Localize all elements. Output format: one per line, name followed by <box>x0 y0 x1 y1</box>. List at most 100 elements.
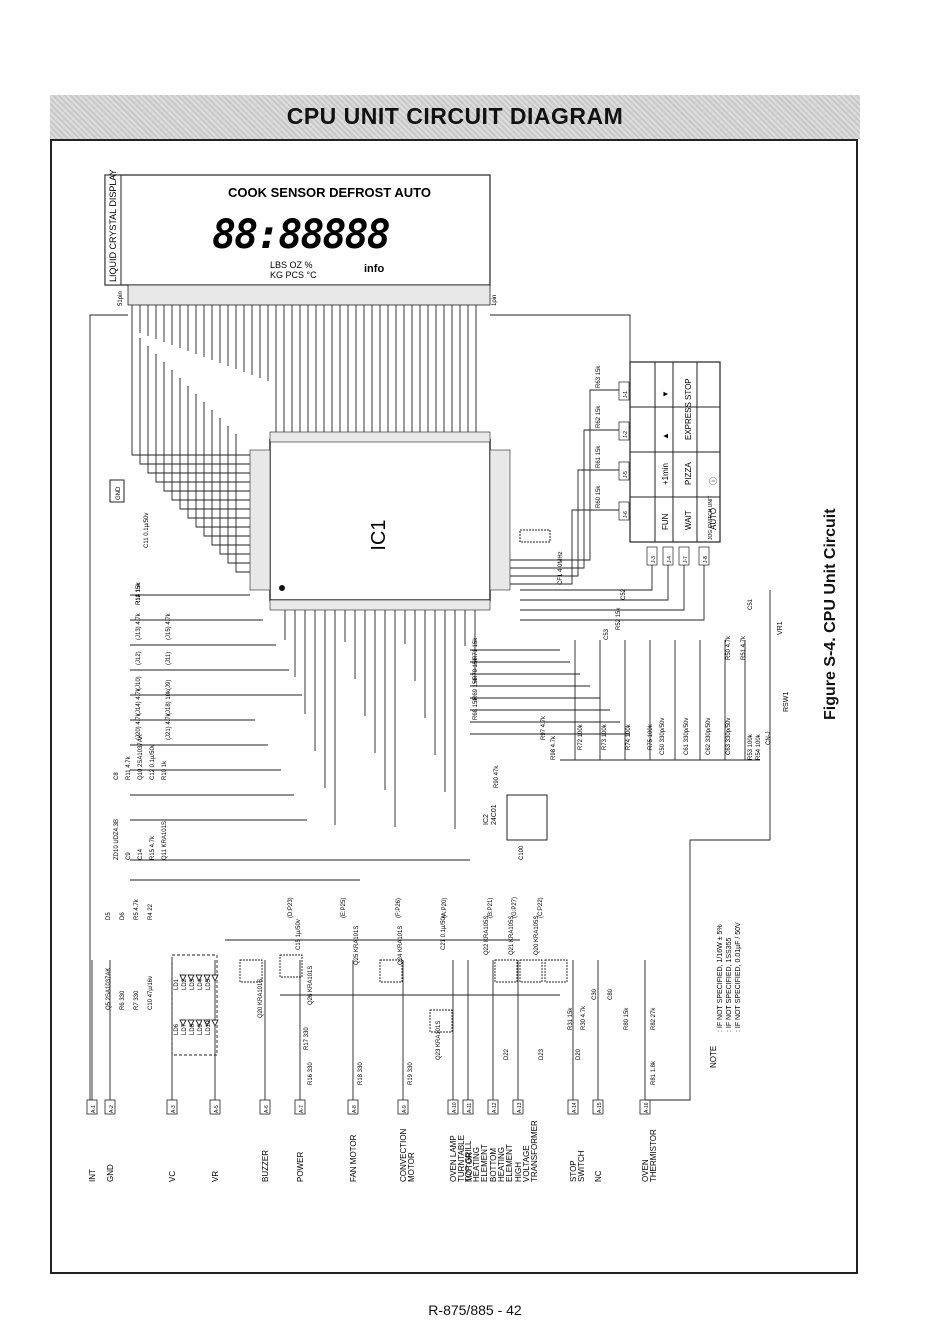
connector-label: TOP GRILL <box>464 1140 473 1182</box>
connector-label: CONVECTION <box>399 1128 408 1182</box>
j-pin-label: J-1 <box>623 391 629 398</box>
led-matrix-box <box>171 954 218 1056</box>
notes-heading: NOTE <box>709 1046 718 1068</box>
lcd-to-ic-wire <box>155 354 250 483</box>
driver-part-label: C80 <box>608 988 614 1000</box>
resistor-label: R53 100k <box>748 733 754 760</box>
outer-wire-right <box>645 590 771 1101</box>
left-part-label: ZD10 UDZ4.3B <box>114 819 120 860</box>
left-part-label: C8 <box>114 772 120 780</box>
gnd-box <box>109 479 125 503</box>
left-part-label: LD9 <box>198 1023 204 1035</box>
connector-label: TURNTABLE <box>457 1135 466 1182</box>
connector-label: GND <box>106 1164 115 1182</box>
left-part-label: R12 15k <box>136 582 142 605</box>
gnd-box-label: GND <box>116 486 122 500</box>
note-line-2: : IF NOT SPECIFIED, 1SS355 <box>726 937 733 1032</box>
connector-pin-id: A-1 <box>91 1105 97 1113</box>
port-label: (B:P21) <box>488 898 494 918</box>
switch-wire <box>510 429 619 569</box>
switch-return-wire <box>520 565 685 611</box>
connector-pin-id: A-8 <box>352 1105 358 1113</box>
driver-part-label: R80 15k <box>624 1007 630 1030</box>
driver-part-label: Q21 KRA105S <box>509 916 515 955</box>
vr1-label: VR1 <box>777 621 784 635</box>
connector-label: VOLTAGE <box>522 1145 531 1182</box>
resistor-label: R69 15k <box>473 677 479 700</box>
connector-label: THERMISTOR <box>649 1129 658 1182</box>
connector-pin-id: A-10 <box>452 1102 458 1113</box>
left-part-label: (J9) <box>166 680 172 690</box>
connector-pin-id: A-16 <box>644 1102 650 1113</box>
connector-label: OVEN <box>641 1159 650 1182</box>
driver-part-label: R19 330 <box>408 1062 414 1085</box>
left-part-label: C11 0.1µ/50v <box>144 513 150 548</box>
connector-label: VR <box>211 1171 220 1182</box>
driver-part-label: D22 <box>504 1048 510 1060</box>
port-label: (C:P22) <box>538 897 544 918</box>
left-part-label: R11 4.7k <box>126 755 132 780</box>
left-part-label: (J11) <box>166 652 172 665</box>
lcd-units-row2: KG PCS °C <box>270 270 317 280</box>
led-symbol <box>187 1019 195 1028</box>
driver-part-label: Q26 KRA101S <box>308 966 314 1005</box>
connector-pin-id: A-7 <box>299 1105 305 1113</box>
resistor-label: R73 100k <box>602 723 608 750</box>
port-labels: (D:P23)(E:P25)(F:P26)(A:P20)(B:P21)(G:P2… <box>288 897 544 918</box>
note-line-3: : IF NOT SPECIFIED, 0.01µF / 50V <box>735 922 742 1032</box>
left-part-label: LD1 <box>174 978 180 990</box>
driver-part-label: Q23 KRA101S <box>436 1021 442 1060</box>
left-part-label: C14 <box>138 848 144 860</box>
ic2-label: IC2 <box>483 814 490 825</box>
transistor-symbol <box>429 1009 453 1033</box>
driver-part-label: R30 4.7k <box>581 1005 587 1030</box>
j-pin-label: J-3 <box>651 556 657 563</box>
j-pin-box <box>618 381 630 401</box>
left-part-label: Q10 2SA1037AK <box>138 734 144 780</box>
note-line-1: : IF NOT SPECIFIED, 1/16W ± 5% <box>717 924 724 1032</box>
capacitor-label: C100 <box>519 845 525 860</box>
resistor-label: R74 100k <box>626 723 632 750</box>
capacitor-label: C52 <box>621 588 627 600</box>
lcd-to-ic-wire <box>235 434 250 573</box>
left-part-label: LD6 <box>174 1023 180 1035</box>
lcd-pin-strip <box>127 284 491 306</box>
lcd-to-ic-wire <box>195 394 250 528</box>
port-label: (D:P23) <box>288 897 294 918</box>
j-pin-box <box>618 461 630 481</box>
resistor-label: R62 15k <box>596 405 602 428</box>
resistor-label: R54 100k <box>756 733 762 760</box>
j-pin-label: J-2 <box>623 431 629 438</box>
left-part-label: D5 <box>106 912 112 920</box>
notes-block: NOTE : IF NOT SPECIFIED, 1/16W ± 5% : IF… <box>709 922 742 1068</box>
left-part-label: R5 4.7k <box>134 898 140 920</box>
resistor-label: R68 15k <box>473 697 479 720</box>
left-part-label: (J15) 4.7k <box>166 612 172 640</box>
ic2-chip: IC2 24C01 <box>483 794 548 841</box>
lcd-to-ic-wire <box>219 418 250 555</box>
lcd-digits: 88:88888 <box>212 212 390 258</box>
left-part-label: (J21) 4.7k <box>166 712 172 740</box>
lcd-to-ic-wire <box>187 386 250 519</box>
resistor-label: R97 4.7k <box>541 715 547 740</box>
left-part-label: R7 330 <box>134 990 140 1010</box>
switch-wire <box>510 389 619 561</box>
left-part-label: (J12) <box>136 651 142 665</box>
left-part-label: R10 1k <box>162 760 168 780</box>
lcd-units-row1: LBS OZ % <box>270 260 313 270</box>
driver-part-label: C15 1µ/50v <box>296 919 302 950</box>
capacitor-label: C51 <box>748 598 754 610</box>
resistor-label: R60 15k <box>596 485 602 508</box>
led-symbol <box>187 974 195 983</box>
port-label: (G:P27) <box>512 897 518 918</box>
ic1-label: IC1 <box>368 519 390 550</box>
resistor-label: R98 4.7k <box>551 735 557 760</box>
connector-pin-id: A-12 <box>492 1102 498 1113</box>
left-part-label: D6 <box>120 912 126 920</box>
jog-switch-unit: JOG SWITCH UNIT <box>629 361 721 543</box>
connector-label: MOTOR <box>407 1152 416 1182</box>
